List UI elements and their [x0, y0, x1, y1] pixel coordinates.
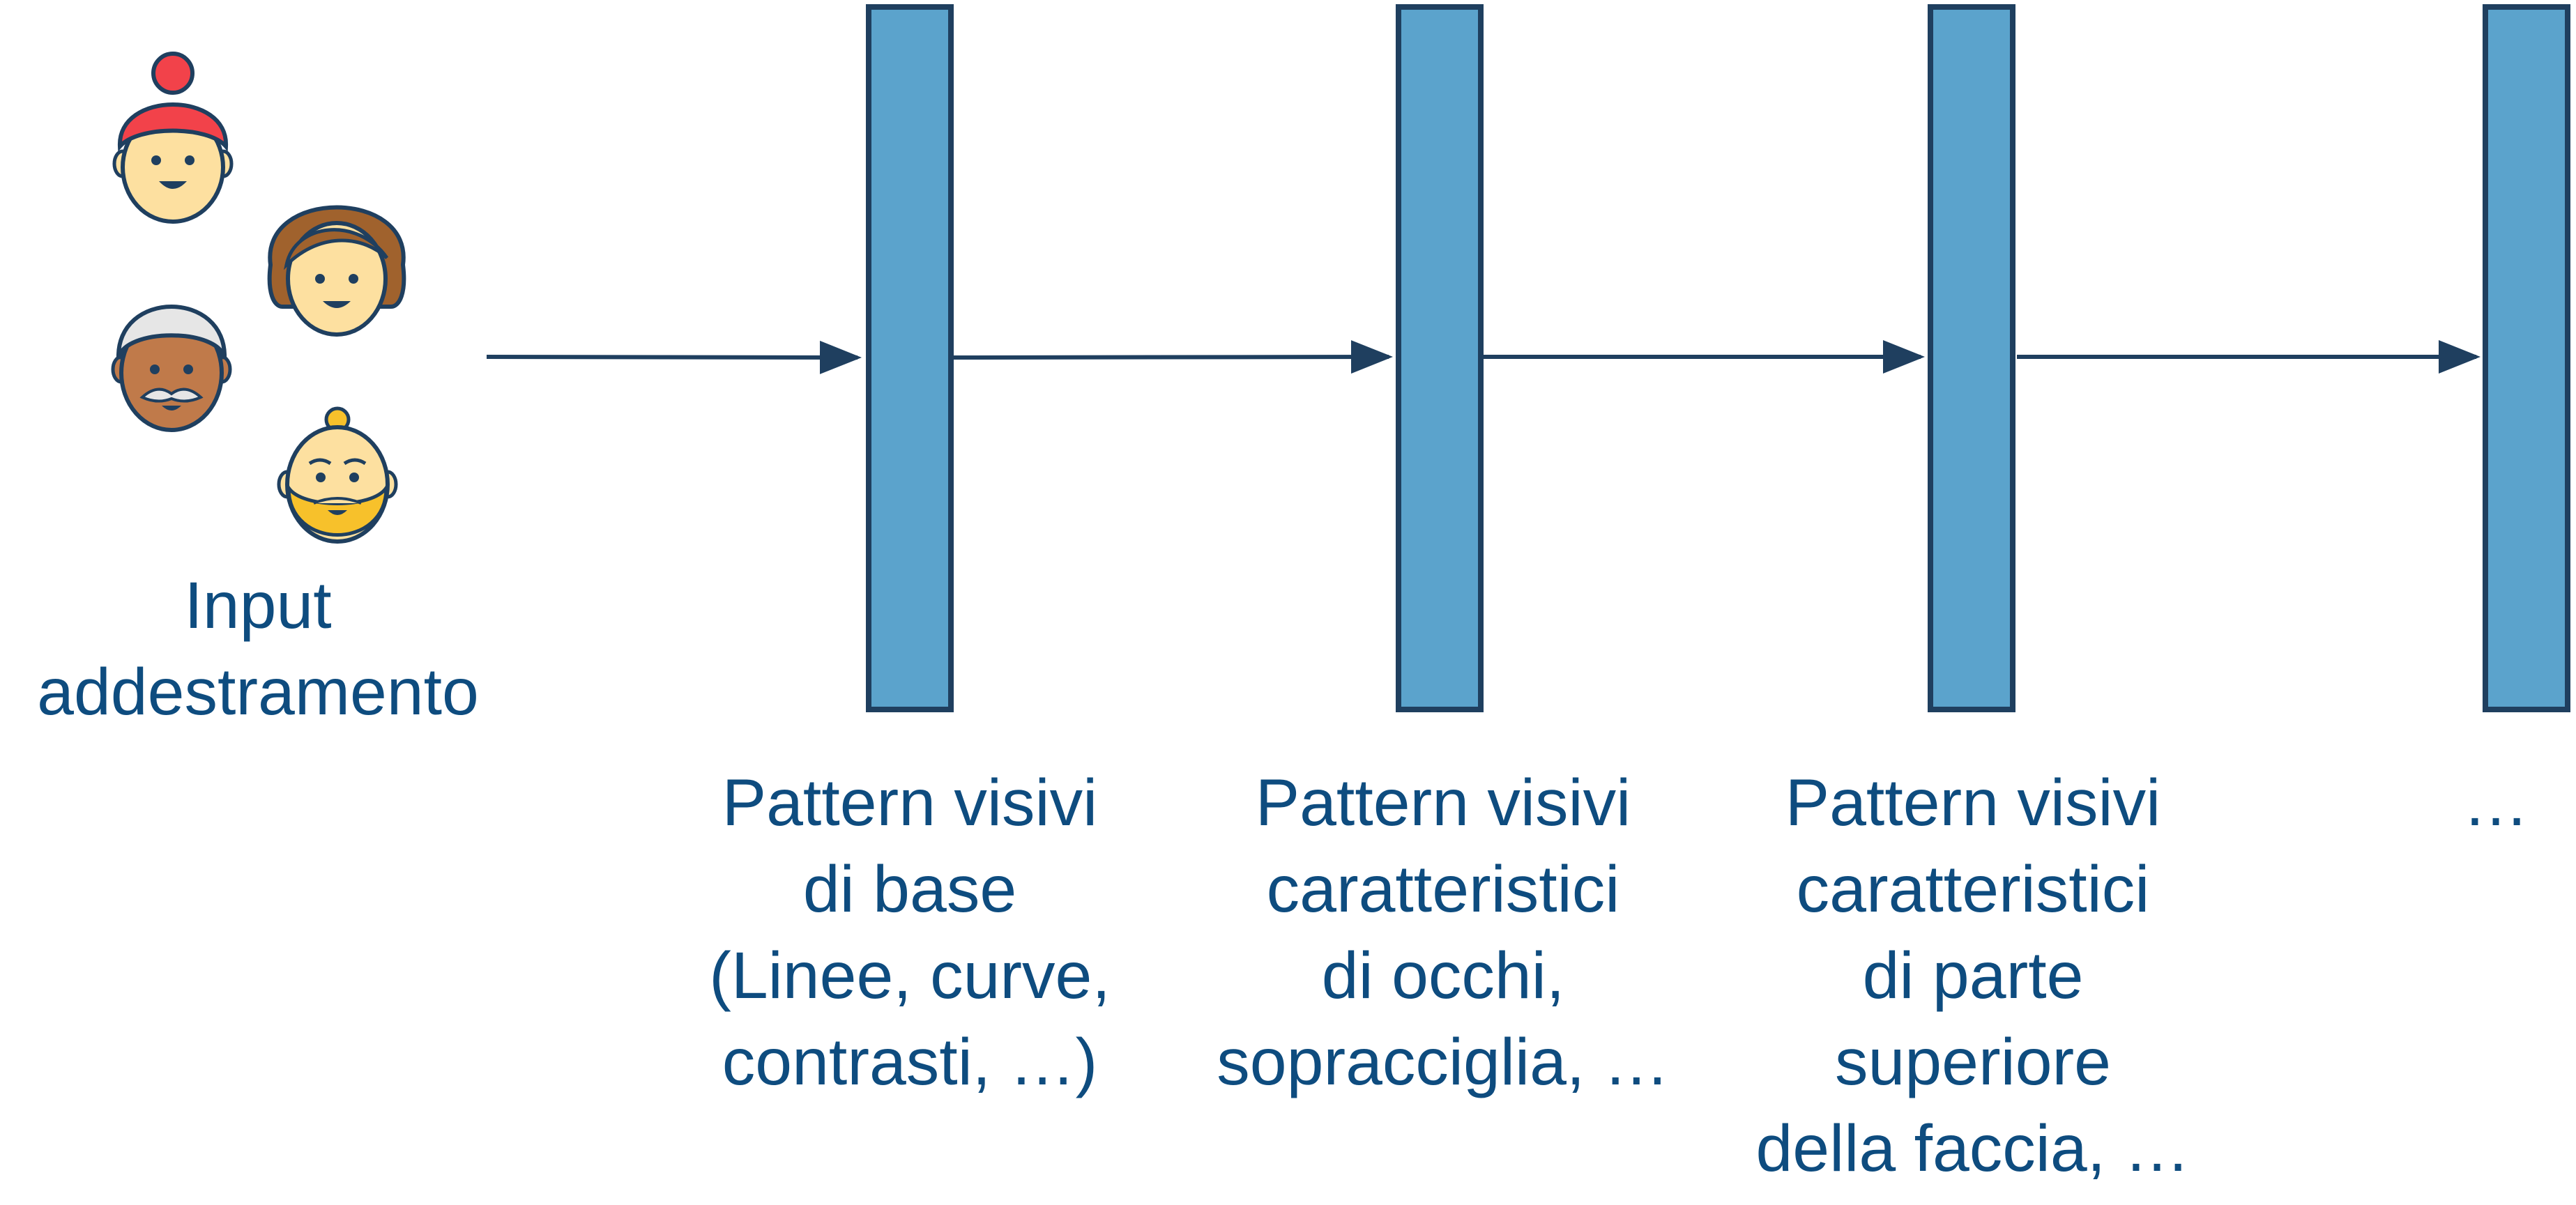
caption-line: di parte	[1862, 939, 2084, 1013]
caption-line: …	[2462, 766, 2529, 840]
man-bald-beard-face-icon	[277, 406, 398, 544]
caption-line: caratteristici	[1266, 852, 1620, 926]
caption-line: Pattern visivi	[1785, 766, 2161, 840]
caption-line: Pattern visivi	[722, 766, 1098, 840]
caption-line: sopracciglia, …	[1217, 1025, 1670, 1099]
input-label-line: Input	[184, 569, 332, 643]
caption-line: superiore	[1834, 1025, 2112, 1099]
caption-line: di base	[802, 852, 1017, 926]
input-label: Input addestramento	[0, 562, 516, 735]
layer-4-caption: …	[2426, 760, 2566, 846]
layer-bar-2	[1396, 4, 1484, 712]
layer-2-caption: Pattern visivi caratteristici di occhi, …	[1178, 760, 1708, 1105]
arrow-layer1-to-layer2	[953, 340, 1393, 374]
arrow-input-to-layer1	[486, 340, 862, 374]
caption-line: della faccia, …	[1755, 1112, 2190, 1185]
caption-line: contrasti, …)	[722, 1025, 1098, 1099]
input-label-line: addestramento	[37, 655, 479, 729]
caption-line: di occhi,	[1321, 939, 1565, 1013]
caption-line: Pattern visivi	[1255, 766, 1631, 840]
layer-bar-4	[2483, 4, 2570, 712]
caption-line: caratteristici	[1796, 852, 2150, 926]
caption-line: (Linee, curve,	[709, 939, 1111, 1013]
layer-3-caption: Pattern visivi caratteristici di parte s…	[1708, 760, 2238, 1192]
woman-brown-hair-face-icon	[267, 205, 406, 337]
woman-red-bun-face-icon	[112, 52, 234, 224]
layer-bar-3	[1928, 4, 2015, 712]
layer-1-caption: Pattern visivi di base (Linee, curve, co…	[669, 760, 1150, 1105]
man-white-hair-mustache-face-icon	[111, 305, 232, 432]
layer-bar-1	[866, 4, 954, 712]
